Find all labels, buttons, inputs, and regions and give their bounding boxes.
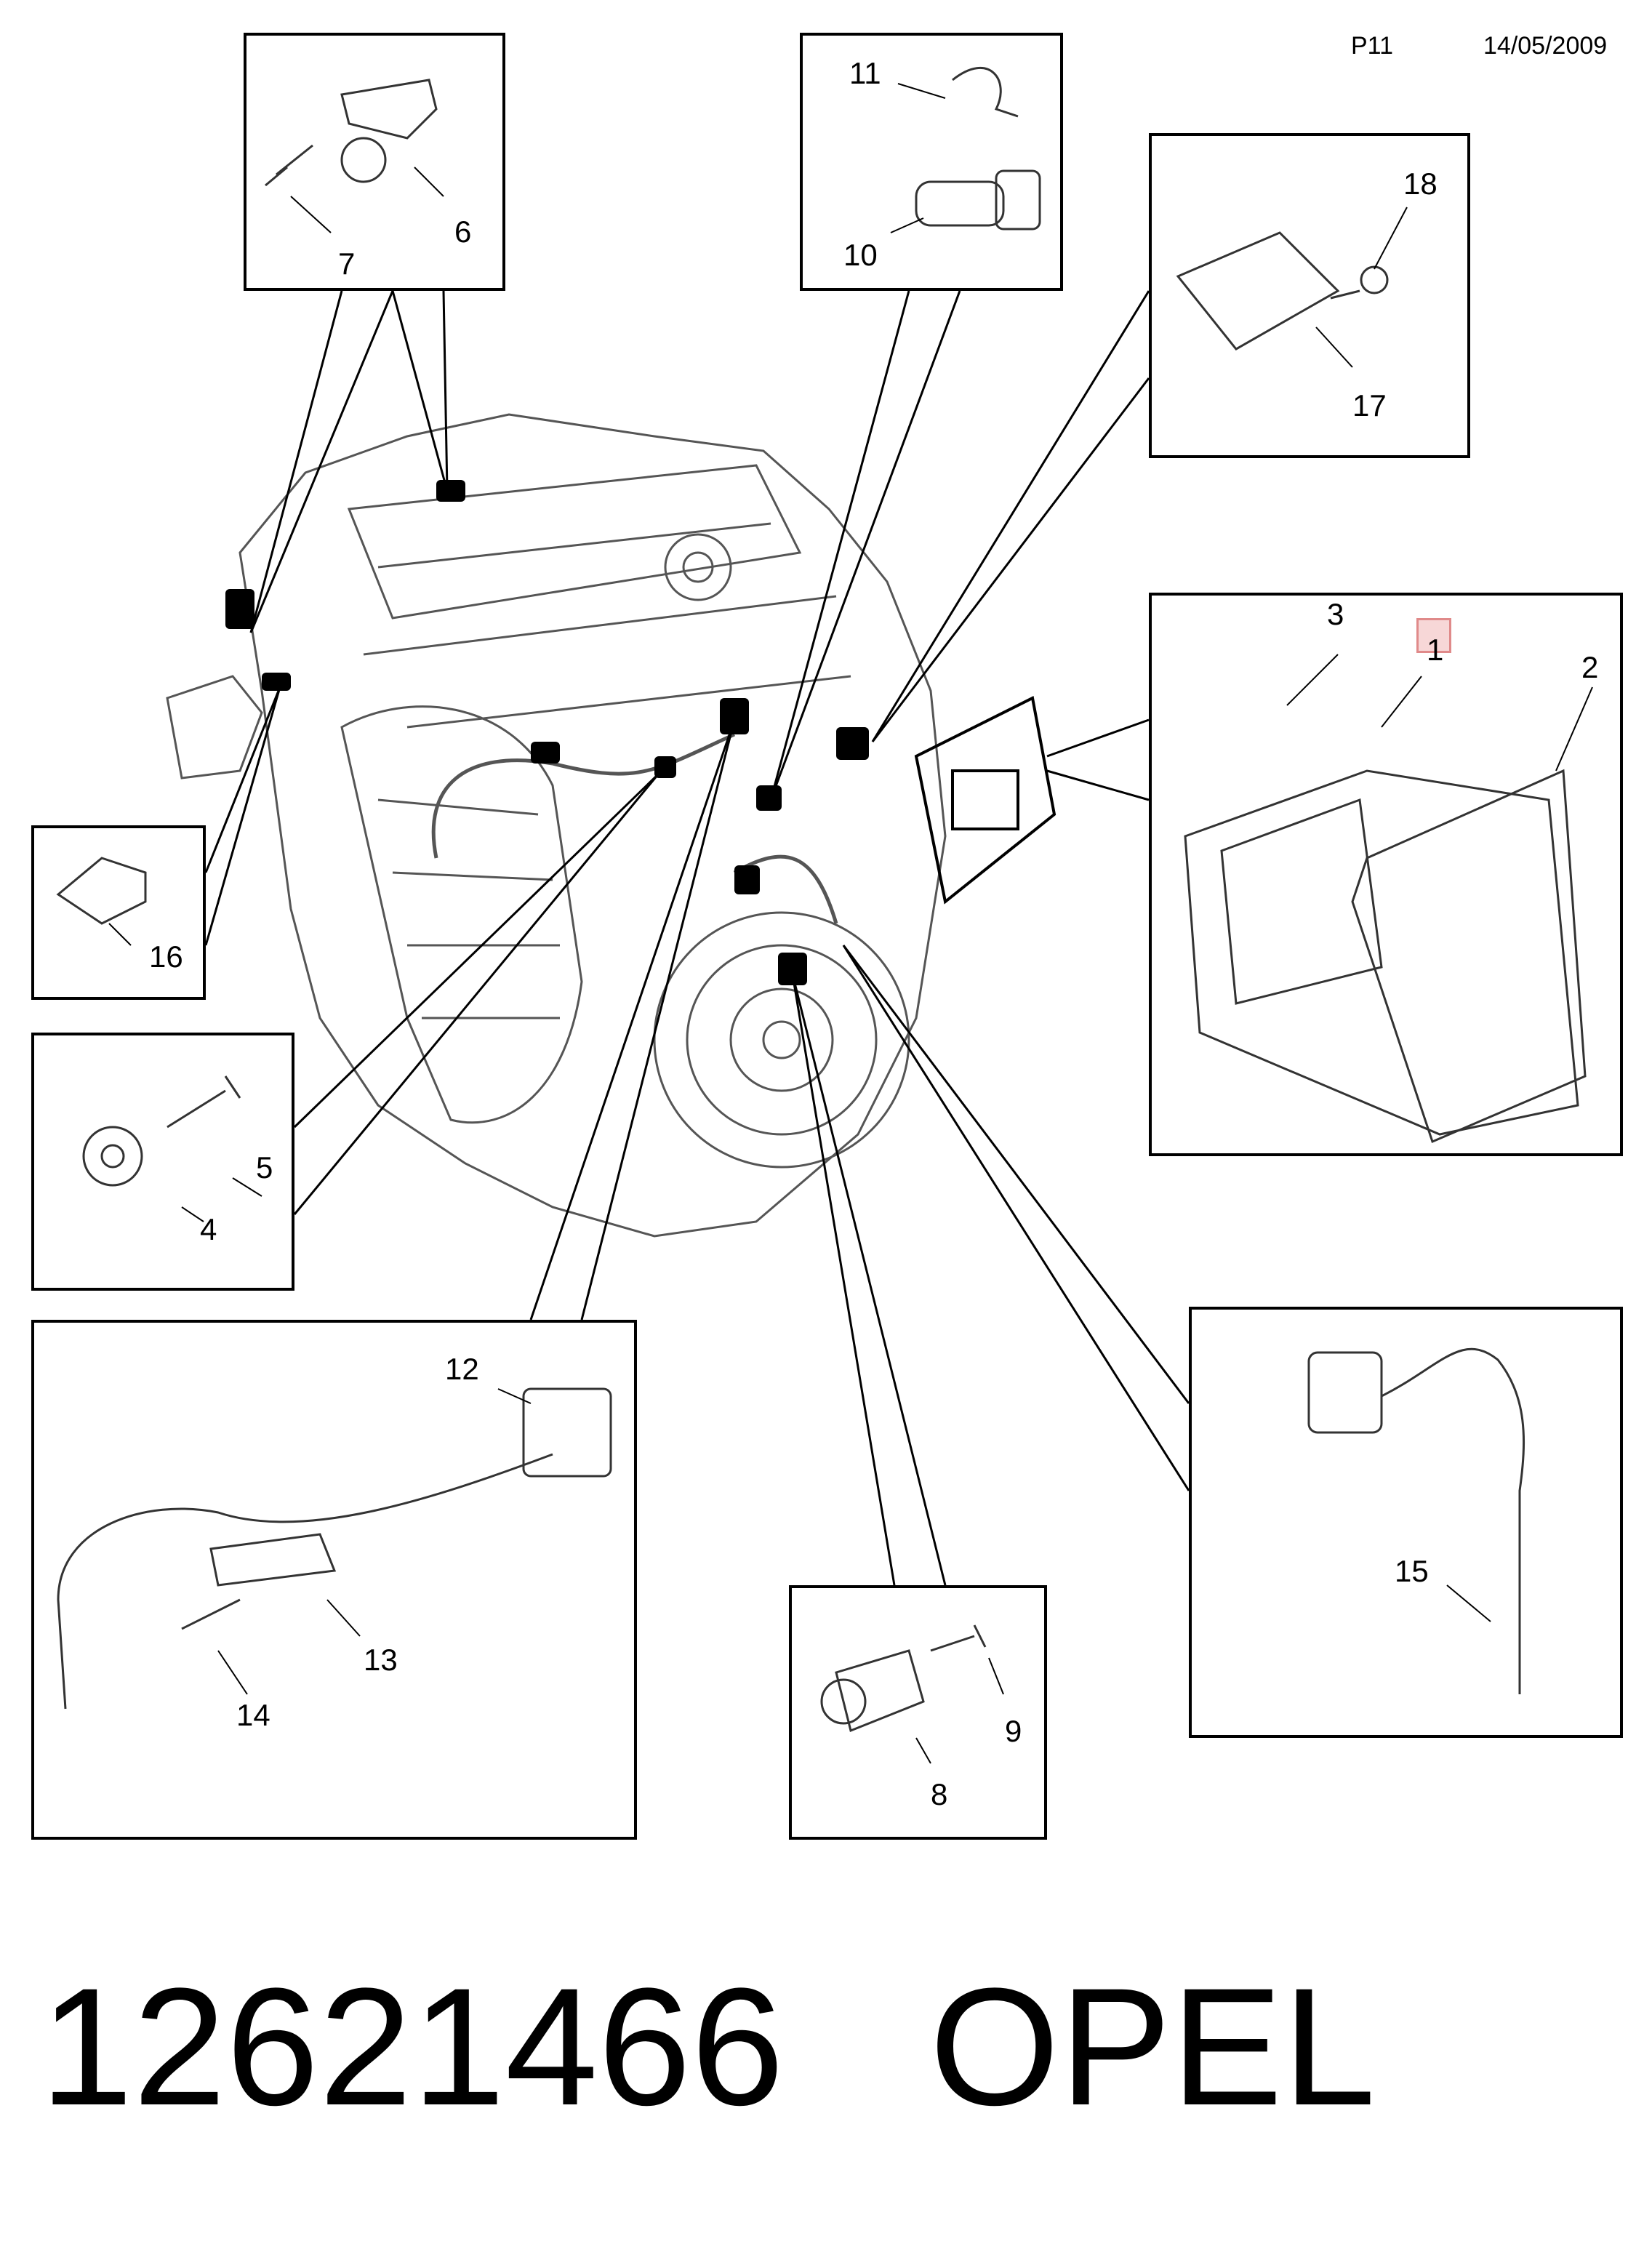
- callout-6[interactable]: 6: [454, 215, 472, 249]
- bracket-icon: [209, 1533, 337, 1587]
- callout-box-15: [1189, 1307, 1623, 1738]
- callout-5[interactable]: 5: [256, 1150, 273, 1185]
- callout-2[interactable]: 2: [1581, 650, 1599, 684]
- bracket-bolt-icon: [181, 1598, 241, 1630]
- callout-4[interactable]: 4: [200, 1212, 217, 1246]
- cam-sensor-body-icon: [340, 137, 387, 183]
- callout-13[interactable]: 13: [364, 1643, 398, 1677]
- callout-illustrations: [56, 66, 1593, 1764]
- callout-16[interactable]: 16: [149, 939, 183, 974]
- callout-15[interactable]: 15: [1395, 1554, 1429, 1588]
- sensor-markers: [225, 480, 869, 985]
- connector-icon: [522, 1387, 612, 1478]
- callout-box-4-5: [31, 1033, 294, 1291]
- callout-9[interactable]: 9: [1005, 1714, 1022, 1748]
- callout-10[interactable]: 10: [843, 238, 878, 272]
- callout-17[interactable]: 17: [1352, 388, 1387, 422]
- callout-3[interactable]: 3: [1327, 597, 1344, 631]
- crank-bolt-icon: [930, 1624, 987, 1652]
- sensor-icon: [915, 180, 1005, 227]
- callout-box-8-9: [789, 1585, 1047, 1840]
- part-number: 12621466: [40, 1953, 785, 2140]
- engine-diagram: [56, 66, 1587, 1733]
- sensor-plug-icon: [995, 169, 1041, 231]
- callout-box-12-14: [31, 1320, 637, 1840]
- crank-sensor-icon: [835, 1649, 925, 1733]
- callout-12[interactable]: 12: [445, 1352, 479, 1386]
- ecu-bracket-icon: [1351, 769, 1587, 1144]
- selected-part-highlight: [1416, 618, 1451, 653]
- map-sensor-icon: [1176, 231, 1340, 350]
- callout-1[interactable]: 1: [1427, 633, 1444, 667]
- bolt-icon: [265, 144, 313, 187]
- leader-lines: [204, 290, 1190, 1586]
- callout-7[interactable]: 7: [338, 247, 356, 281]
- ecu-icon: [1184, 769, 1579, 1136]
- clip-icon: [952, 66, 1019, 118]
- oxygen-sensor-icon: [1381, 1347, 1525, 1694]
- callout-box-6-7: [244, 33, 505, 291]
- callout-8[interactable]: 8: [931, 1777, 948, 1811]
- page-code: P11: [1351, 32, 1393, 60]
- callout-11[interactable]: 11: [849, 56, 881, 90]
- screw-icon: [1330, 289, 1360, 300]
- callout-14[interactable]: 14: [236, 1698, 270, 1732]
- knock-sensor-icon: [82, 1126, 143, 1187]
- oxygen-connector-icon: [1307, 1351, 1383, 1434]
- page-date: 14/05/2009: [1483, 32, 1608, 60]
- washer-icon: [1360, 265, 1389, 294]
- knock-bolt-icon: [167, 1075, 241, 1129]
- callout-box-16: [31, 825, 206, 1000]
- callout-box-1-3: [1149, 593, 1623, 1156]
- pressure-switch-icon: [56, 857, 147, 925]
- brand-name: OPEL: [929, 1953, 1376, 2140]
- ecu-on-engine: [914, 696, 1056, 905]
- callout-box-17-18: [1149, 133, 1470, 458]
- callout-18[interactable]: 18: [1403, 167, 1438, 201]
- cam-sensor-icon: [340, 79, 438, 140]
- callout-box-10-11: [800, 33, 1063, 291]
- oxygen-sensor-cable-icon: [57, 1453, 553, 1710]
